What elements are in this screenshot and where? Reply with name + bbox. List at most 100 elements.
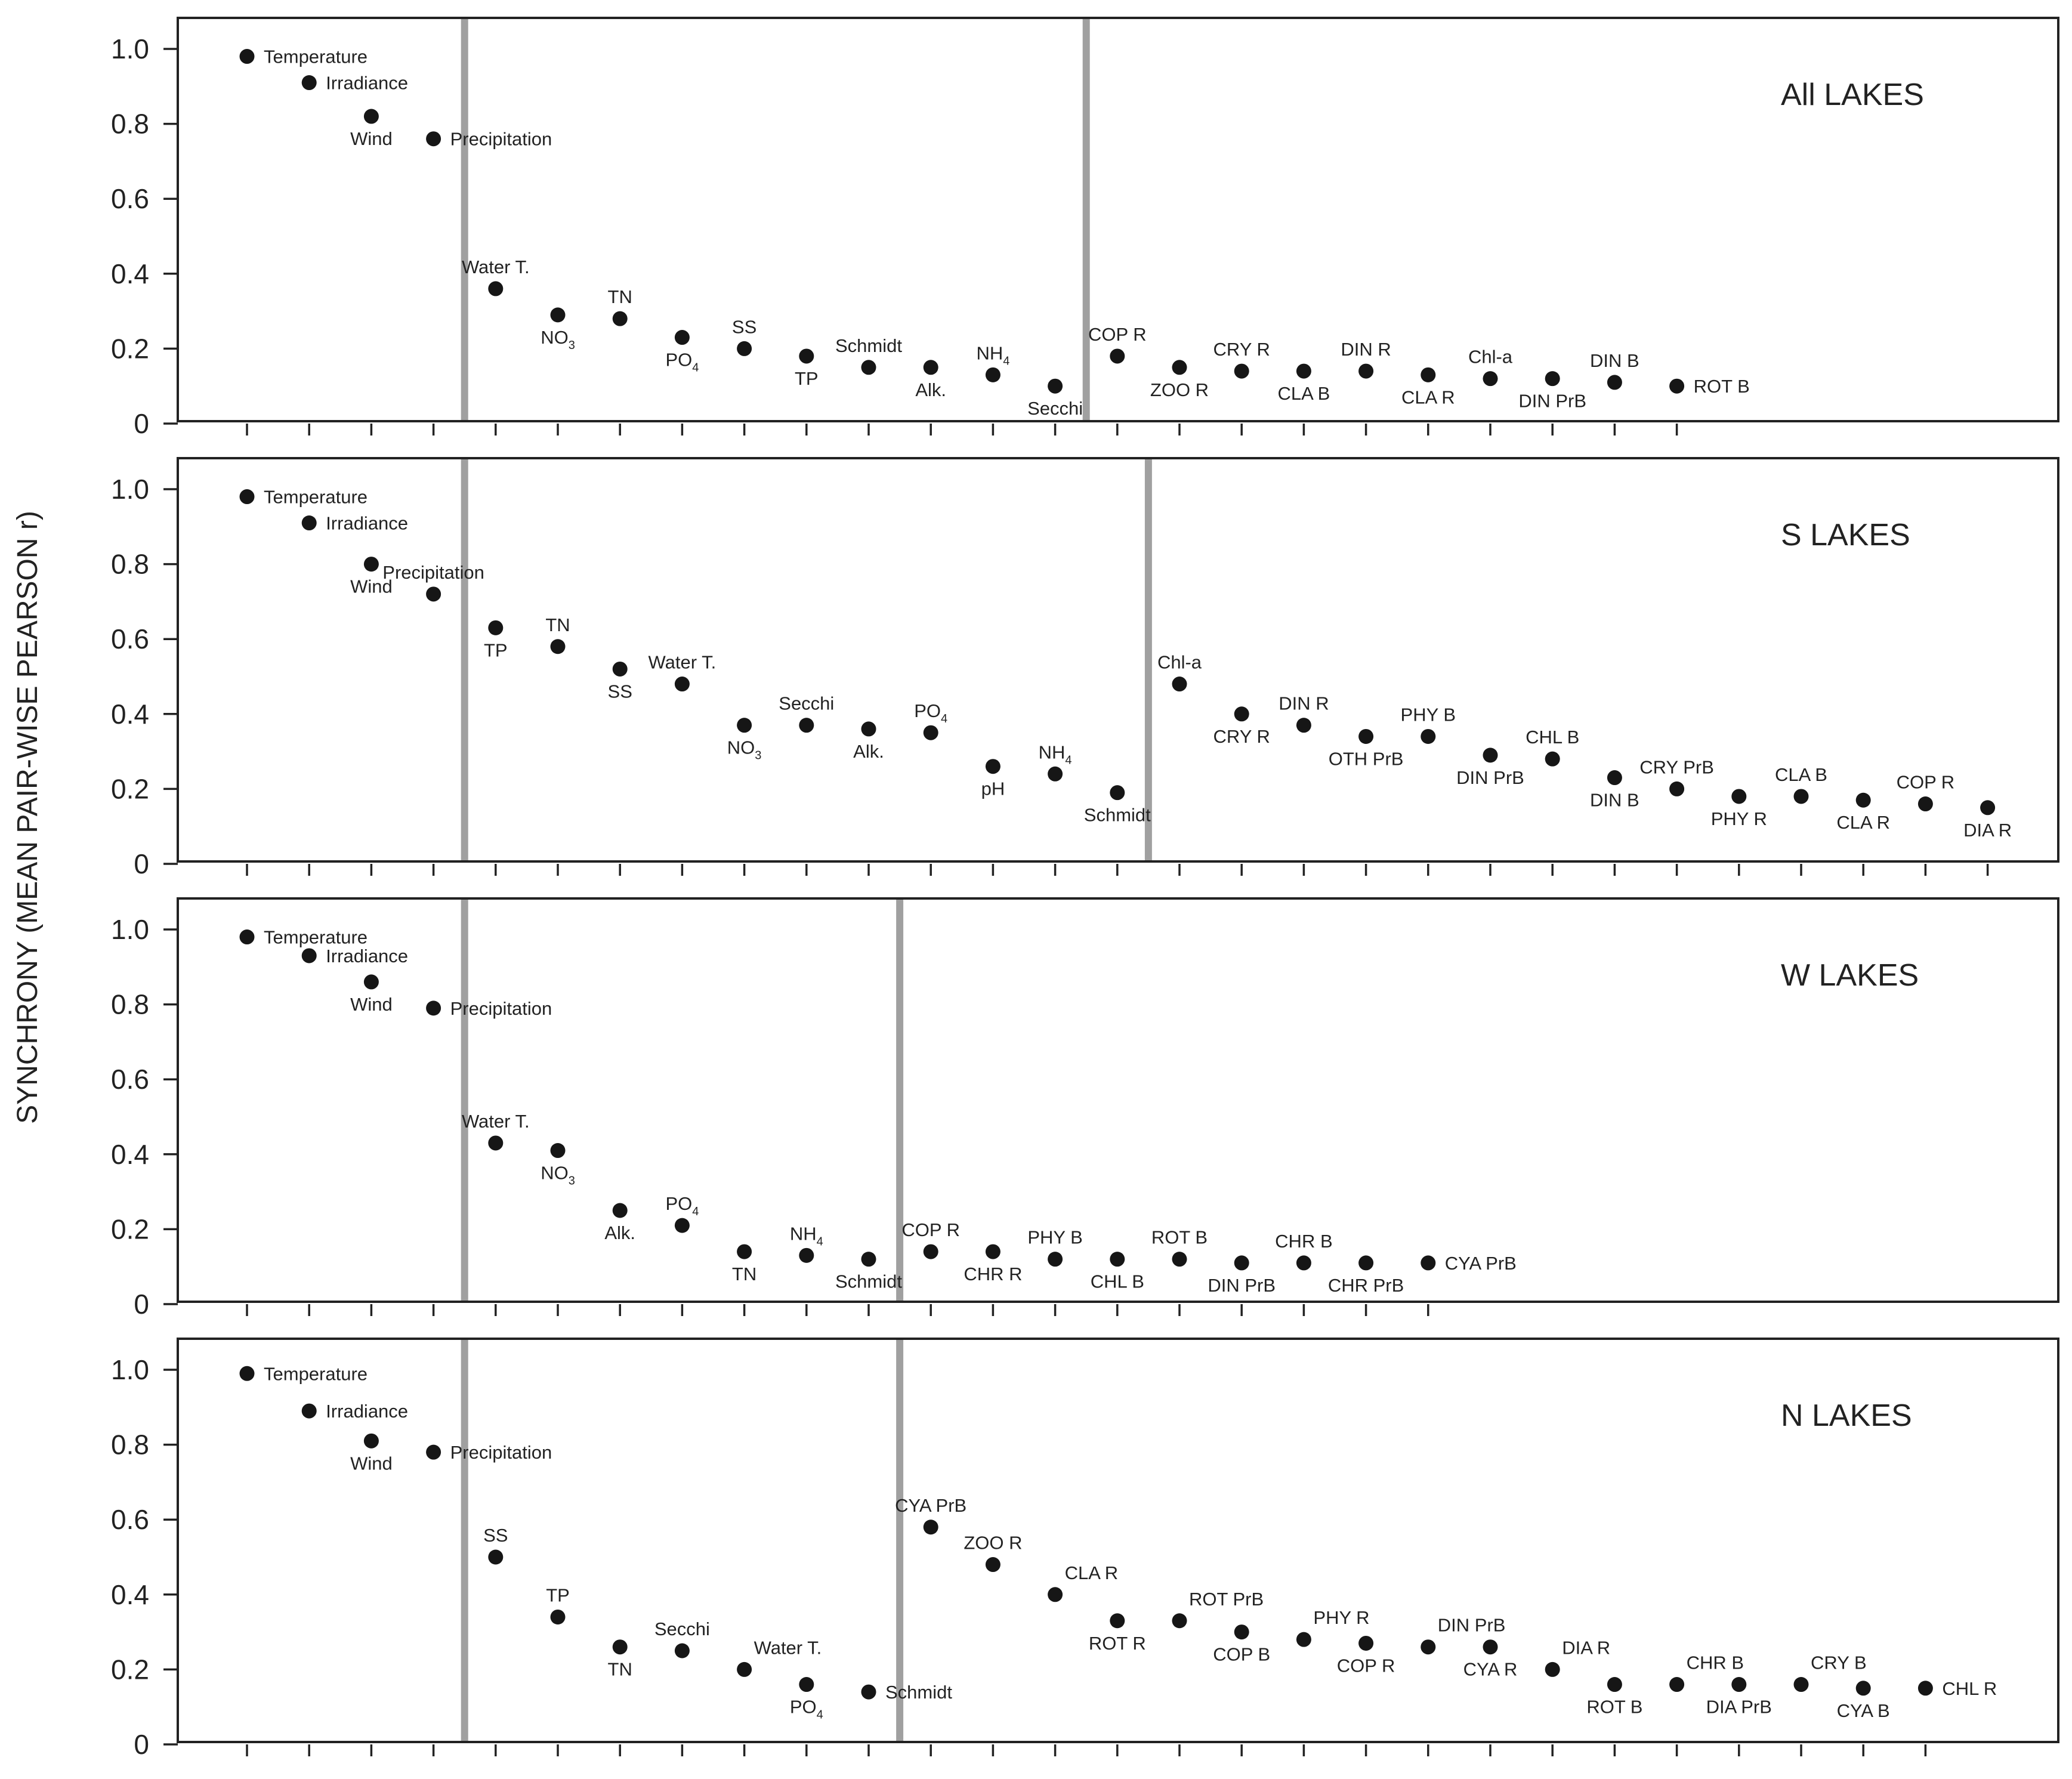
point-label: ZOO R	[1150, 379, 1209, 400]
data-point	[1669, 1677, 1685, 1692]
data-point	[1793, 789, 1809, 804]
panel-title: All LAKES	[1781, 78, 1924, 112]
point-label: TN	[608, 286, 632, 307]
data-point	[1483, 748, 1498, 763]
data-point	[1110, 1252, 1125, 1267]
data-point	[1793, 1677, 1809, 1692]
point-label: Water T.	[462, 1111, 530, 1132]
panel-frame	[177, 897, 2059, 1303]
data-point	[612, 661, 628, 677]
point-label: TN	[608, 1659, 632, 1680]
data-point	[1358, 1635, 1374, 1651]
y-tick-label: 0	[134, 848, 149, 879]
point-label: Alk.	[853, 741, 884, 762]
y-tick-label: 1.0	[111, 914, 149, 945]
y-tick-label: 0.8	[111, 109, 149, 140]
data-point	[1234, 1255, 1249, 1271]
point-label: Schmidt	[835, 1271, 902, 1292]
y-tick-label: 0.2	[111, 333, 149, 364]
data-point	[550, 639, 566, 654]
y-tick-label: 0.4	[111, 1139, 149, 1170]
point-label: PHY B	[1027, 1227, 1082, 1248]
y-tick-label: 1.0	[111, 33, 149, 64]
point-label: DIN B	[1590, 790, 1639, 811]
data-point	[488, 620, 504, 635]
data-point	[1483, 1639, 1498, 1655]
y-axis-label: SYNCHRONY (MEAN PAIR-WISE PEARSON r)	[12, 511, 44, 1124]
y-tick-label: 0.6	[111, 183, 149, 214]
data-point	[363, 974, 379, 990]
point-label: CLA R	[1065, 1562, 1119, 1583]
data-point	[1607, 375, 1622, 390]
data-point	[1048, 378, 1063, 394]
data-point	[985, 759, 1001, 774]
point-label: CYA B	[1837, 1700, 1890, 1721]
y-tick-label: 0.4	[111, 258, 149, 289]
data-point	[301, 948, 317, 963]
data-point	[1855, 792, 1871, 808]
point-label: ROT B	[1694, 376, 1750, 397]
data-point	[550, 1609, 566, 1624]
point-label: ROT B	[1151, 1227, 1208, 1248]
point-label: COP R	[1088, 324, 1147, 345]
point-label: Temperature	[264, 487, 368, 508]
point-label: pH	[981, 779, 1005, 799]
data-point	[923, 1244, 938, 1259]
y-tick-label: 0.2	[111, 1654, 149, 1685]
point-label: CYA PrB	[895, 1495, 966, 1516]
data-point	[1172, 1252, 1187, 1267]
data-point	[1483, 371, 1498, 387]
data-point	[1048, 1587, 1063, 1602]
point-label: PO4	[665, 1193, 699, 1218]
point-label: Temperature	[264, 1363, 368, 1384]
point-label: ZOO R	[964, 1533, 1022, 1553]
point-label: CRY R	[1213, 726, 1270, 747]
point-label: PHY B	[1401, 704, 1456, 725]
point-label: Secchi	[1027, 398, 1083, 419]
data-point	[363, 557, 379, 572]
data-point	[1855, 1681, 1871, 1696]
data-point	[737, 1661, 752, 1677]
data-point	[737, 718, 752, 733]
point-label: Wind	[350, 576, 393, 597]
point-label: CYA PrB	[1445, 1253, 1517, 1274]
data-point	[1234, 706, 1249, 722]
point-label: CLA B	[1775, 764, 1827, 785]
point-label: CHR R	[964, 1264, 1022, 1284]
point-label: CHL B	[1091, 1271, 1144, 1292]
point-label: ROT B	[1586, 1697, 1642, 1718]
point-label: NH4	[790, 1223, 823, 1248]
data-point	[1421, 728, 1436, 744]
data-point	[861, 721, 876, 737]
data-point	[799, 1677, 814, 1692]
data-point	[737, 341, 752, 356]
data-point	[674, 1643, 690, 1658]
data-point	[985, 1244, 1001, 1259]
data-point	[1296, 363, 1311, 379]
point-label: Alk.	[915, 379, 946, 400]
data-point	[674, 677, 690, 692]
data-point	[363, 1433, 379, 1448]
point-label: Schmidt	[885, 1682, 952, 1703]
data-point	[488, 281, 504, 296]
point-label: COP B	[1213, 1644, 1270, 1665]
data-point	[1731, 789, 1747, 804]
point-label: Irradiance	[326, 1401, 408, 1422]
data-point	[737, 1244, 752, 1259]
point-label: TN	[545, 614, 570, 635]
data-point	[1421, 1255, 1436, 1271]
point-label: Chl-a	[1157, 652, 1202, 673]
data-point	[1545, 1661, 1560, 1677]
panel-title: W LAKES	[1781, 958, 1919, 993]
panel-1: 00.20.40.60.81.0S LAKESTemperatureIrradi…	[111, 457, 2059, 879]
point-label: CHR PrB	[1328, 1275, 1404, 1296]
data-point	[301, 75, 317, 91]
point-label: CHR B	[1687, 1653, 1744, 1673]
point-label: NO3	[541, 1163, 575, 1188]
point-label: DIN R	[1279, 693, 1329, 714]
data-point	[799, 718, 814, 733]
point-label: DIA R	[1963, 820, 2012, 841]
point-label: CRY B	[1811, 1653, 1867, 1673]
data-point	[239, 929, 255, 945]
point-label: DIN PrB	[1456, 767, 1524, 788]
